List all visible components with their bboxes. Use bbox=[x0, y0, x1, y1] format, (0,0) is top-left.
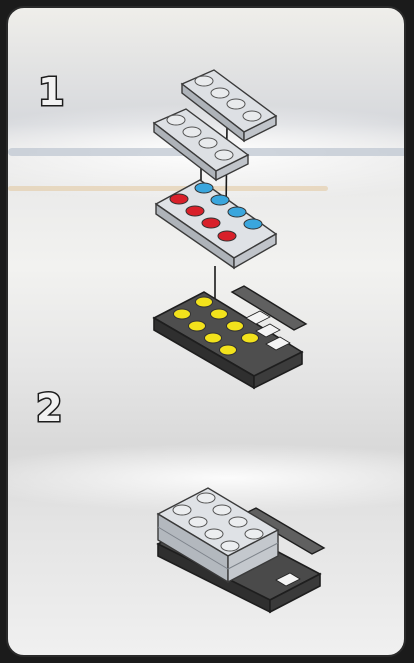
assembled-submodel-icon bbox=[158, 488, 324, 612]
plate-2x4-red-blue-studs-icon bbox=[156, 180, 276, 268]
instruction-illustration bbox=[8, 8, 406, 657]
grille-plate-yellow-studs-icon bbox=[154, 286, 306, 388]
instruction-panel: 1 2 bbox=[6, 6, 406, 657]
